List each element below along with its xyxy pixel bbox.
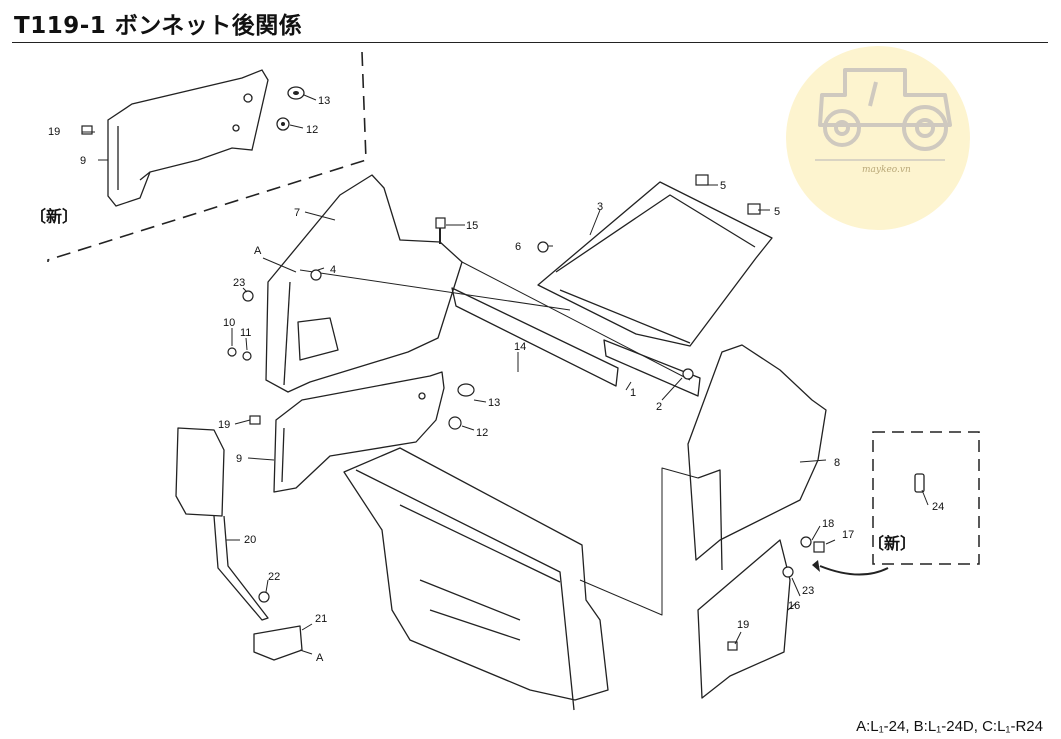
nut-4	[310, 269, 322, 281]
model-legend: A:L₁-24, B:L₁-24D, C:L₁-R24	[856, 718, 1043, 735]
callout-13: 13	[488, 397, 500, 409]
watermark-text: maykeo.vn	[862, 165, 911, 175]
callout-A-upper: A	[254, 245, 262, 257]
cushion-5a	[695, 174, 709, 186]
callout-16: 16	[788, 600, 800, 612]
bolt-17	[813, 541, 825, 553]
callout-4: 4	[330, 264, 336, 276]
callout-1: 1	[630, 387, 636, 399]
mirror-stay-20	[213, 515, 269, 621]
callout-9: 9	[236, 453, 242, 465]
callout-24: 24	[932, 501, 944, 513]
callout-A-lower: A	[316, 652, 324, 664]
callout-17: 17	[842, 529, 854, 541]
callout-7: 7	[294, 207, 300, 219]
callout-19-inset: 19	[48, 126, 60, 138]
callout-8: 8	[834, 457, 840, 469]
callout-18: 18	[822, 518, 834, 530]
bolt-6	[537, 241, 549, 253]
callout-5a: 5	[720, 180, 726, 192]
clip-24	[914, 473, 925, 493]
page-title: T119-1 ボンネット後関係	[14, 13, 303, 39]
bolt-19-lower	[727, 641, 738, 651]
frame	[343, 447, 609, 701]
callout-19-lower: 19	[737, 619, 749, 631]
bar-14	[451, 287, 619, 387]
title-underline	[12, 42, 1048, 43]
callout-14: 14	[514, 341, 526, 353]
callout-10: 10	[223, 317, 235, 329]
callout-3: 3	[597, 201, 603, 213]
nut-12-new	[276, 117, 290, 131]
washer-11	[242, 351, 252, 361]
callout-21: 21	[315, 613, 327, 625]
callout-19: 19	[218, 419, 230, 431]
callout-22: 22	[268, 571, 280, 583]
inset-new-lower: 〔新〕	[812, 431, 980, 576]
top-plate-3	[537, 181, 773, 347]
callout-12-inset: 12	[306, 124, 318, 136]
cushion-5b	[747, 203, 761, 215]
callout-13-inset: 13	[318, 95, 330, 107]
bolt-19-new	[81, 125, 93, 135]
bolt-15	[435, 217, 446, 229]
callout-5b: 5	[774, 206, 780, 218]
callout-23-upper: 23	[233, 277, 245, 289]
grommet-13	[457, 383, 475, 397]
nut-12	[448, 416, 462, 430]
nut-23-upper	[242, 290, 254, 302]
mirror-20	[175, 427, 225, 517]
panel-9	[273, 371, 445, 493]
bracket-part-9-new	[107, 69, 269, 207]
inset-new-upper: 〔新〕	[30, 51, 367, 262]
callout-20: 20	[244, 534, 256, 546]
callout-6: 6	[515, 241, 521, 253]
inset-label-upper: 〔新〕	[30, 207, 78, 226]
panel-16	[697, 539, 791, 699]
washer-18	[800, 536, 812, 548]
right-cover-8	[687, 344, 827, 561]
bolt-10	[227, 347, 237, 357]
callout-11: 11	[240, 327, 251, 339]
bracket-1	[603, 339, 701, 397]
tractor-icon	[818, 68, 952, 151]
callout-2: 2	[656, 401, 662, 413]
watermark: maykeo.vn	[786, 46, 970, 230]
bolt-22	[258, 591, 270, 603]
nut-2	[682, 368, 694, 380]
callout-9-inset: 9	[80, 155, 86, 167]
inset-label-lower: 〔新〕	[868, 534, 916, 553]
bolt-19	[249, 415, 261, 425]
watermark-circle	[786, 46, 970, 230]
callout-23-lower: 23	[802, 585, 814, 597]
nut-23-lower	[782, 566, 794, 578]
callout-15: 15	[466, 220, 478, 232]
arrow-to-inset	[819, 565, 889, 576]
grommet-13-new	[287, 86, 305, 100]
plate-21	[253, 625, 303, 661]
callout-12: 12	[476, 427, 488, 439]
